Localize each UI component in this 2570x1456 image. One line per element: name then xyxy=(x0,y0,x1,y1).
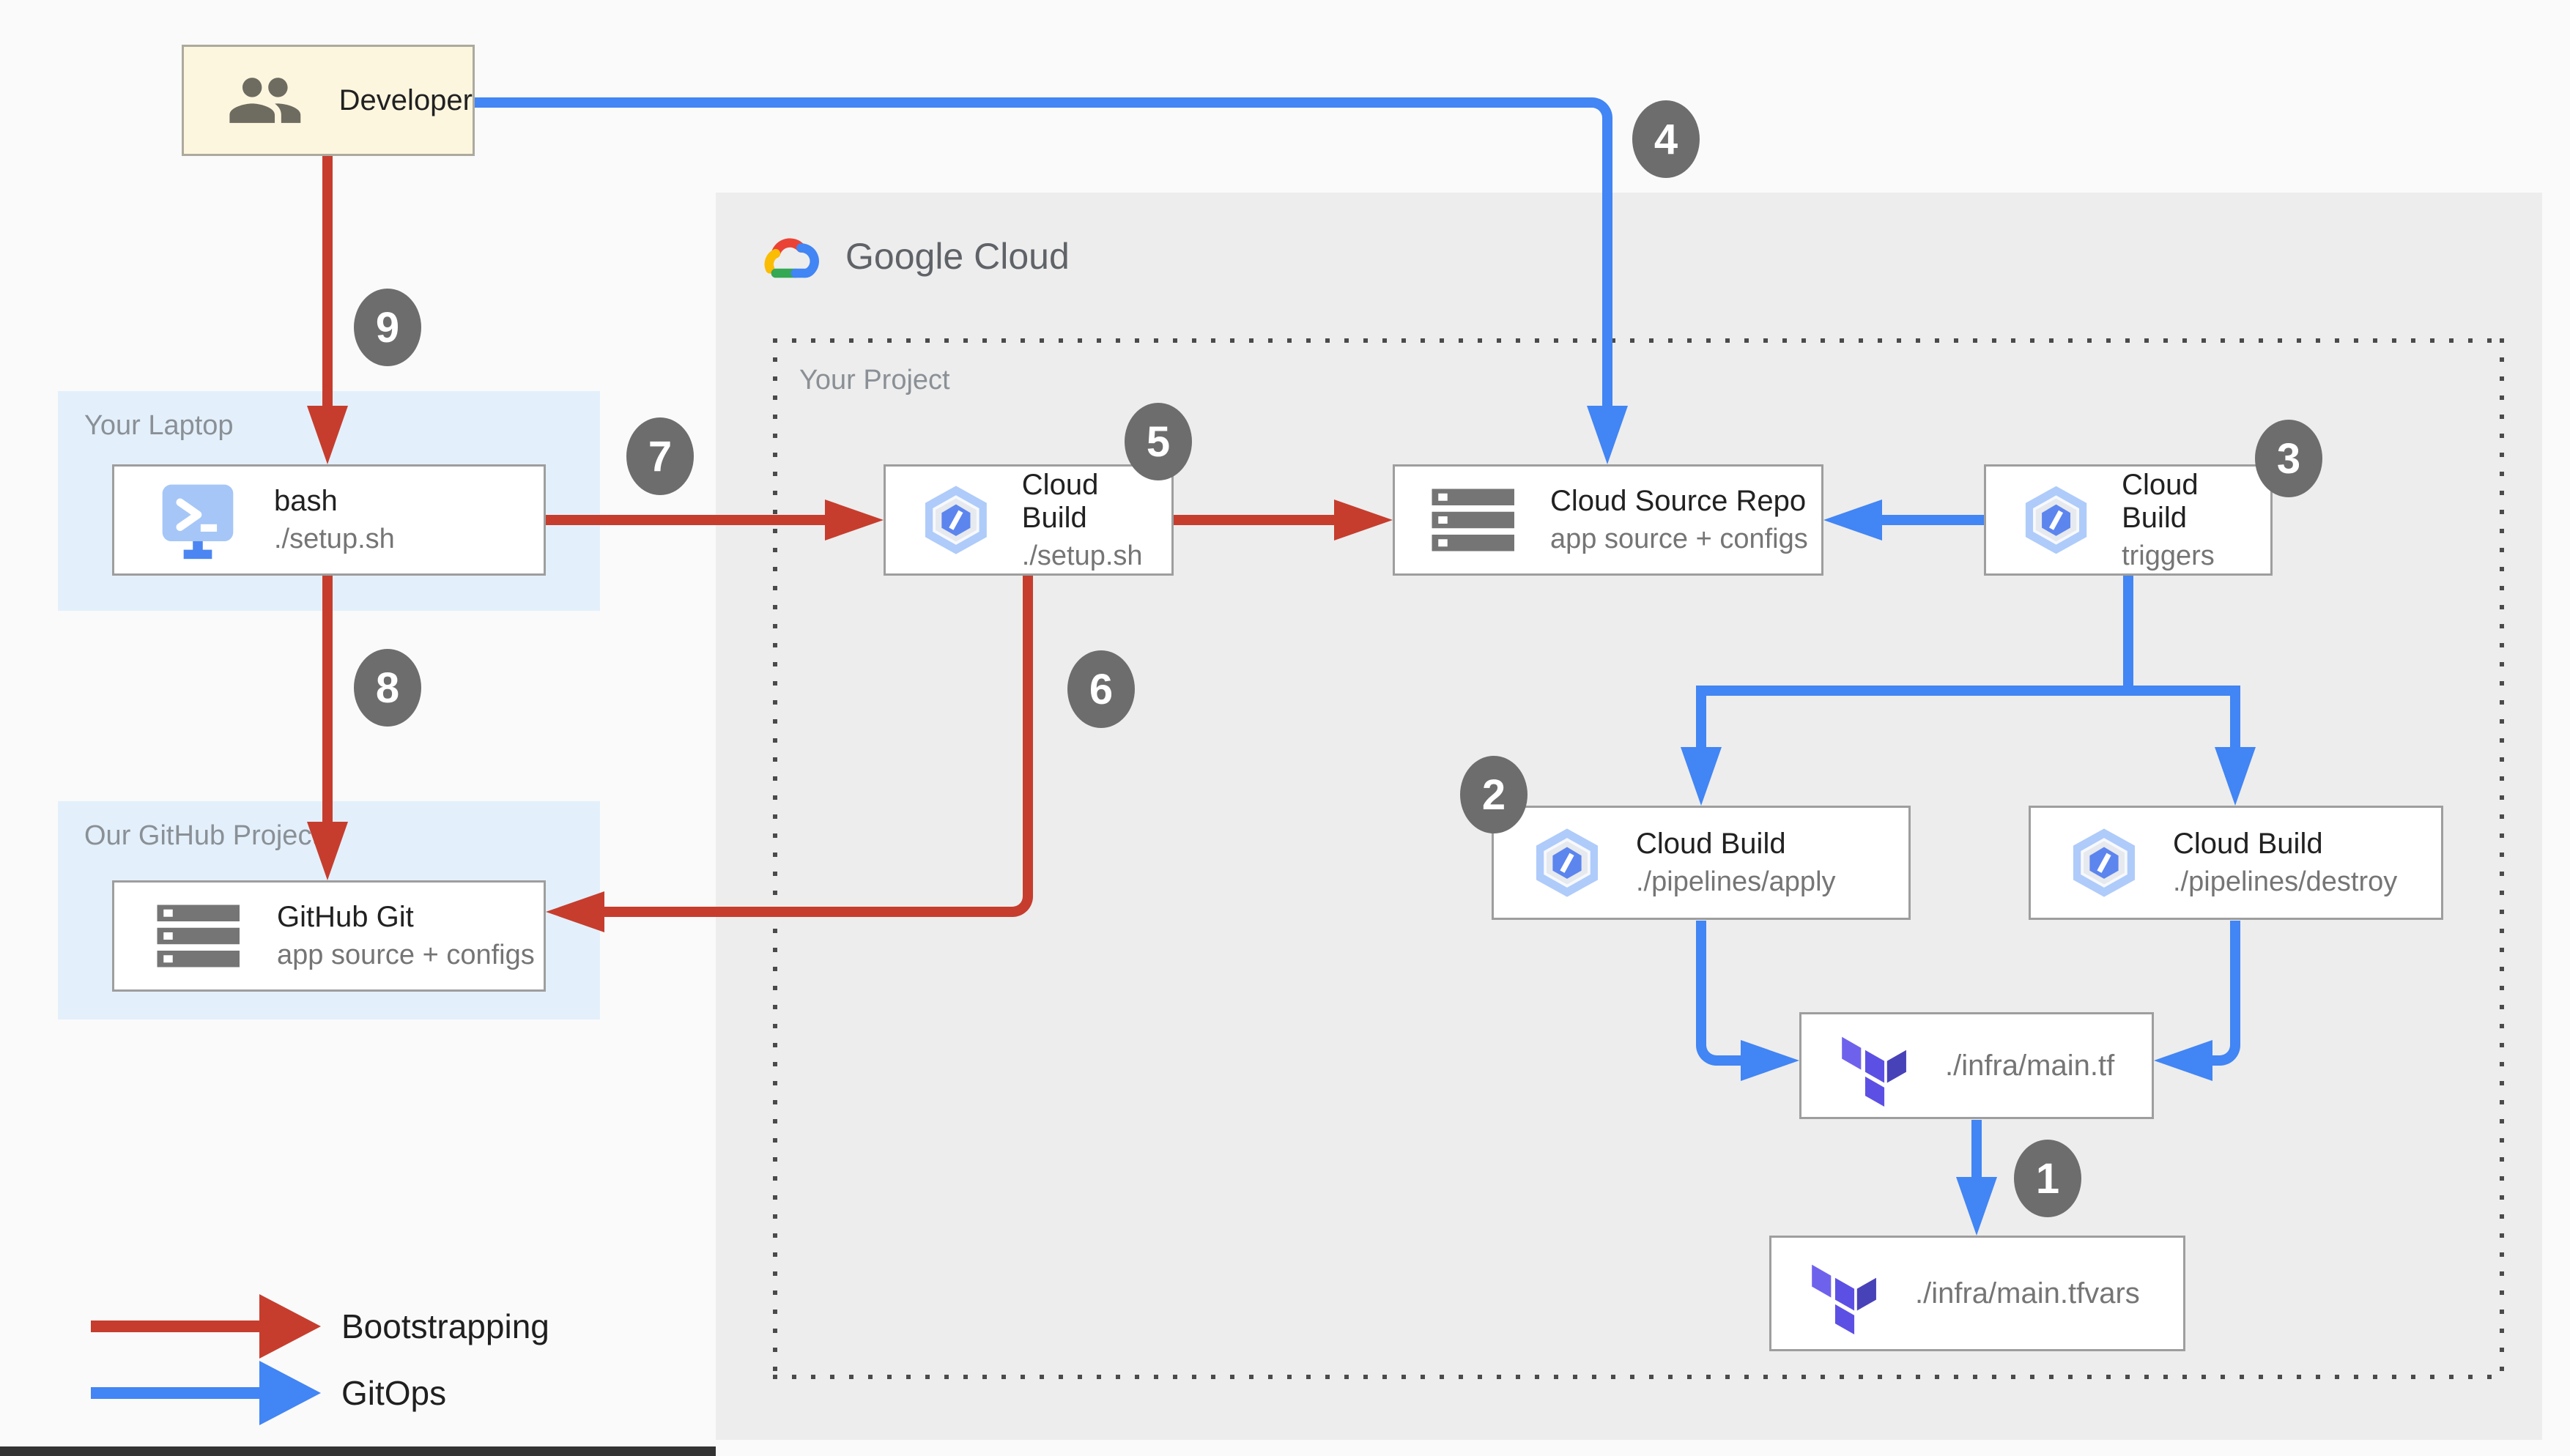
node-subtitle: ./setup.sh xyxy=(1021,540,1143,571)
legend-gitops-label: GitOps xyxy=(341,1374,447,1412)
node-subtitle: app source + configs xyxy=(1550,524,1808,554)
arrowhead-apply-down xyxy=(1681,747,1722,806)
node-subtitle: ./pipelines/destroy xyxy=(2173,866,2398,897)
step-badge-9: 9 xyxy=(354,289,421,366)
node-cloud-build-triggers: Cloud Build triggers xyxy=(1984,464,2273,576)
repo-icon xyxy=(1432,489,1514,551)
cloud-build-icon xyxy=(925,486,987,554)
node-subtitle: triggers xyxy=(2122,540,2215,571)
arrowhead-7-right xyxy=(825,499,884,541)
node-developer: Developer xyxy=(182,45,475,156)
google-cloud-icon xyxy=(764,238,819,278)
step-badge-5: 5 xyxy=(1125,403,1192,480)
cloud-build-icon xyxy=(2073,828,2135,897)
node-subtitle: ./setup.sh xyxy=(274,524,395,554)
terraform-icon xyxy=(1812,1264,1876,1334)
node-cloud-source-repo: Cloud Source Repo app source + configs xyxy=(1393,464,1823,576)
cloud-shell-icon xyxy=(162,484,234,560)
bottom-edge-strip xyxy=(0,1446,716,1456)
node-title: ./infra/main.tfvars xyxy=(1915,1277,2140,1310)
node-main-tfvars: ./infra/main.tfvars xyxy=(1769,1236,2185,1351)
your-project-label: Your Project xyxy=(799,365,950,395)
cloud-build-icon xyxy=(1536,828,1598,897)
arrow-line-triggers-to-csr xyxy=(1882,515,1984,525)
legend-gitops-arrow xyxy=(91,1387,259,1399)
arrow-line-1-maintf-to-tfvars xyxy=(1971,1120,1982,1177)
arrow-elbow-apply-to-maintf xyxy=(1696,921,1741,1066)
arrowhead-8-down xyxy=(307,822,348,880)
arrowhead-6-left xyxy=(546,891,604,932)
arrowhead-1-down xyxy=(1956,1177,1997,1236)
arrow-branch-right-down xyxy=(2230,696,2240,747)
node-title: ./infra/main.tf xyxy=(1945,1049,2115,1082)
step-badge-7: 7 xyxy=(626,417,694,495)
node-title: bash xyxy=(274,485,338,517)
node-title: Developer xyxy=(338,83,473,116)
arrowhead-apply-to-maintf-right xyxy=(1741,1040,1799,1081)
legend-bootstrapping-label: Bootstrapping xyxy=(341,1307,549,1345)
people-icon xyxy=(229,78,301,123)
arrowhead-setup-to-csr-right xyxy=(1334,499,1393,541)
node-title: Cloud Build xyxy=(1021,468,1099,534)
arrow-elbow-4-developer-to-csr xyxy=(475,97,1612,406)
node-cloud-build-destroy: Cloud Build ./pipelines/destroy xyxy=(2029,806,2443,920)
arrow-line-9-developer-to-bash xyxy=(322,156,333,406)
node-title: Cloud Build xyxy=(2122,468,2199,534)
node-main-tf: ./infra/main.tf xyxy=(1799,1012,2154,1119)
arrow-branch-horizontal xyxy=(1696,686,2240,696)
step-badge-1: 1 xyxy=(2014,1140,2081,1217)
arrowhead-destroy-to-maintf-left xyxy=(2154,1040,2212,1081)
step-badge-4: 4 xyxy=(1632,100,1700,178)
arrow-line-8-bash-to-github xyxy=(322,576,333,822)
arrowhead-triggers-to-csr-left xyxy=(1823,499,1882,541)
cloud-build-icon xyxy=(2025,486,2087,554)
legend-bootstrapping-arrowhead xyxy=(259,1294,321,1359)
node-subtitle: ./pipelines/apply xyxy=(1636,866,1836,897)
arrowhead-4-down xyxy=(1587,406,1628,464)
node-subtitle: app source + configs xyxy=(277,940,535,970)
arrowhead-9-down xyxy=(307,406,348,464)
google-cloud-logo: Google Cloud xyxy=(755,226,1070,287)
repo-icon xyxy=(157,905,240,967)
legend-gitops-arrowhead xyxy=(259,1361,321,1425)
terraform-icon xyxy=(1842,1036,1906,1107)
arrowhead-destroy-down xyxy=(2215,747,2256,806)
node-github-git: GitHub Git app source + configs xyxy=(112,880,546,992)
node-title: Cloud Build xyxy=(2173,828,2323,860)
arrow-elbow-6-cloudbuild-to-github xyxy=(586,576,1033,917)
node-title: Cloud Source Repo xyxy=(1550,485,1807,517)
arrow-line-setup-to-csr xyxy=(1174,515,1334,525)
step-badge-3: 3 xyxy=(2255,420,2322,497)
step-badge-6: 6 xyxy=(1067,650,1135,728)
your-laptop-label: Your Laptop xyxy=(84,410,234,441)
node-title: Cloud Build xyxy=(1636,828,1786,860)
node-cloud-build-setup: Cloud Build ./setup.sh xyxy=(884,464,1174,576)
arrow-line-7-bash-to-cloudbuild xyxy=(546,515,825,525)
arrow-line-triggers-down xyxy=(2123,576,2133,691)
google-cloud-logo-text: Google Cloud xyxy=(845,236,1070,277)
github-project-label: Our GitHub Project xyxy=(84,820,319,851)
node-title: GitHub Git xyxy=(277,901,414,933)
arrow-branch-left-down xyxy=(1696,696,1706,747)
node-cloud-build-apply: Cloud Build ./pipelines/apply xyxy=(1492,806,1911,920)
step-badge-8: 8 xyxy=(354,649,421,727)
legend-bootstrapping-arrow xyxy=(91,1321,259,1332)
step-badge-2: 2 xyxy=(1460,756,1527,833)
node-bash: bash ./setup.sh xyxy=(112,464,546,576)
